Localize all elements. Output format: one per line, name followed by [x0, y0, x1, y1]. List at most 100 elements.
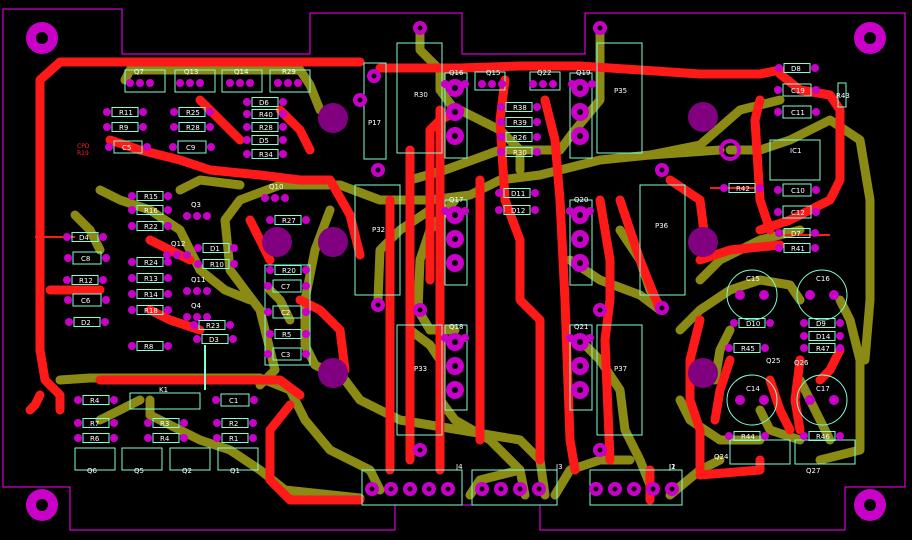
part-label: Q19	[576, 69, 590, 77]
part-r9: R9	[103, 122, 147, 132]
part-label: J2	[668, 463, 676, 471]
part-r30: R30	[497, 147, 541, 157]
part-label: Q24	[714, 453, 729, 461]
part-label: R20	[282, 267, 296, 275]
part-q25: Q25	[766, 357, 780, 365]
cap-pad	[735, 290, 745, 300]
part-r47: R47	[800, 343, 844, 353]
part-label: R2	[229, 420, 238, 428]
part-r12: R12	[63, 275, 107, 285]
part-p35: P35	[614, 87, 627, 95]
part-d1: D1	[194, 243, 238, 253]
part-label: R38	[513, 104, 527, 112]
part-label: R23	[206, 322, 220, 330]
part-d9: D9	[800, 318, 844, 328]
part-c16: C16	[816, 275, 830, 283]
part-r42: R42	[720, 183, 764, 193]
part-label: Q4	[191, 302, 202, 310]
part-label: P32	[372, 226, 385, 234]
part-j3: J3	[555, 463, 563, 471]
part-label: C11	[791, 109, 805, 117]
part-label: C9	[186, 144, 195, 152]
part-label: Q11	[191, 276, 205, 284]
connector-pads	[365, 482, 679, 496]
part-label: R29	[282, 68, 296, 76]
part-q7: Q7	[126, 68, 154, 87]
part-label: P37	[614, 365, 627, 373]
part-r29: R29	[274, 68, 302, 87]
part-label: R44	[741, 433, 755, 441]
part-label: R18	[144, 307, 158, 315]
part-d10: D10	[730, 318, 774, 328]
part-r26: R26	[497, 132, 541, 142]
part-q27: Q27	[806, 467, 820, 475]
part-c12: C12	[774, 205, 820, 219]
part-label: C17	[816, 385, 830, 393]
part-label: P17	[368, 119, 381, 127]
part-r22: R22	[128, 221, 172, 231]
part-c5: C5	[105, 140, 151, 154]
part-p37: P37	[614, 365, 627, 373]
cap-pad	[759, 395, 769, 405]
part-p33: P33	[414, 365, 427, 373]
part-label: R24	[144, 259, 158, 267]
part-j1: J1	[668, 463, 676, 471]
part-label: R9	[119, 124, 128, 132]
part-q14: Q14	[226, 68, 254, 87]
part-r11: R11	[103, 107, 147, 117]
part-p36: P36	[655, 222, 669, 230]
part-p32: P32	[372, 226, 385, 234]
part-r25: R25	[170, 107, 214, 117]
part-label: D9	[816, 320, 826, 328]
part-ic1: IC1	[790, 147, 801, 155]
part-label: R27	[282, 217, 296, 225]
part-r4: R4	[144, 433, 188, 443]
part-r24: R24	[128, 257, 172, 267]
part-label: R3	[160, 420, 169, 428]
part-q1: Q1	[230, 467, 240, 475]
part-r14: R14	[128, 289, 172, 299]
part-label: R34	[259, 151, 273, 159]
part-r30: R30	[414, 91, 428, 99]
part-label: D7	[791, 230, 801, 238]
part-label: R28	[259, 124, 273, 132]
board-outline	[2, 8, 906, 531]
part-c1: C1	[212, 393, 258, 407]
part-label: R40	[259, 111, 273, 119]
part-q10: Q10	[261, 183, 289, 202]
part-label: R13	[144, 275, 158, 283]
part-r4: R4	[74, 395, 118, 405]
part-r28: R28	[170, 122, 214, 132]
part-label: R4	[160, 435, 170, 443]
part-q5: Q5	[134, 467, 144, 475]
silkscreen-outlines	[74, 42, 856, 506]
part-d12: D12	[495, 205, 539, 215]
part-label: R47	[816, 345, 830, 353]
part-j2: J2	[668, 463, 676, 471]
part-label: P36	[655, 222, 669, 230]
part-q22: Q22	[529, 69, 557, 88]
part-label: Q3	[191, 201, 201, 209]
part-label: R30	[513, 149, 527, 157]
part-c7: C7	[264, 279, 310, 293]
part-label: Q17	[449, 196, 463, 204]
part-d5: D5	[243, 135, 287, 145]
part-q6: Q6	[87, 467, 98, 475]
part-label: C1	[229, 397, 238, 405]
part-r45: R45	[725, 343, 769, 353]
part-r18: R18	[128, 305, 172, 315]
part-label: C3	[281, 351, 290, 359]
part-r2: R2	[213, 418, 257, 428]
part-r5: R5	[266, 329, 310, 339]
part-c19: C19	[774, 83, 820, 97]
part-r10: R10	[194, 259, 238, 269]
part-label: R42	[736, 185, 750, 193]
cap-pad	[829, 290, 839, 300]
part-label: D14	[816, 333, 831, 341]
part-label: R6	[90, 435, 100, 443]
part-r39: R39	[497, 117, 541, 127]
part-label: Q20	[574, 196, 588, 204]
part-c11: C11	[774, 105, 820, 119]
part-label: Q7	[134, 68, 144, 76]
part-label: R12	[79, 277, 93, 285]
